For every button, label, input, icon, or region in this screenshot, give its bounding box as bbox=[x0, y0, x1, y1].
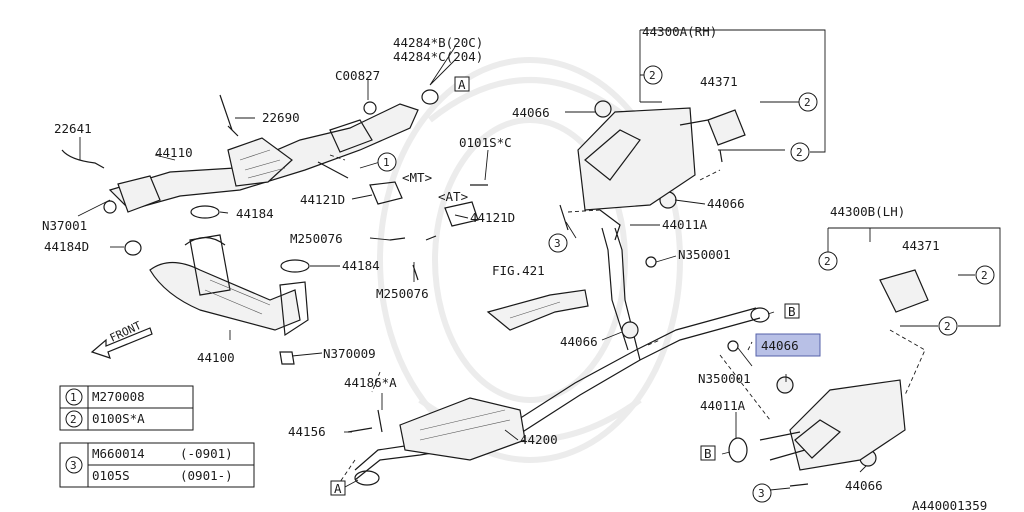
label-44066-rh-side: 44066 bbox=[707, 196, 745, 211]
callout-2-lh-b: 2 bbox=[981, 269, 988, 282]
heat-shield-fig421 bbox=[486, 289, 589, 331]
legend-range-3a: (-0901) bbox=[180, 446, 233, 461]
dashed-installation-lines bbox=[329, 154, 926, 483]
label-44200: 44200 bbox=[520, 432, 558, 447]
label-44184-upper: 44184 bbox=[236, 206, 274, 221]
callout-3-rh: 3 bbox=[554, 237, 561, 250]
label-44121d-right: 44121D bbox=[470, 210, 515, 225]
label-44371-rh: 44371 bbox=[700, 74, 738, 89]
label-at: <AT> bbox=[438, 189, 468, 204]
label-44011a-top: 44011A bbox=[662, 217, 708, 232]
label-44100: 44100 bbox=[197, 350, 235, 365]
label-44011a-bottom: 44011A bbox=[700, 398, 746, 413]
ref-box-b-right: B bbox=[788, 304, 796, 319]
legend-num-2: 2 bbox=[70, 413, 77, 426]
front-direction-arrow bbox=[90, 327, 153, 359]
legend-part-2: 0100S*A bbox=[92, 411, 145, 426]
legend-part-1: M270008 bbox=[92, 389, 145, 404]
label-44066-rh-top: 44066 bbox=[512, 105, 550, 120]
front-gaskets bbox=[103, 89, 439, 365]
callout-2-lh-a: 2 bbox=[824, 255, 831, 268]
callout-2-lh-c: 2 bbox=[944, 320, 951, 333]
highlighted-part-44066[interactable]: 44066 bbox=[755, 333, 821, 357]
label-m250076-upper: M250076 bbox=[290, 231, 343, 246]
label-44371-lh: 44371 bbox=[902, 238, 940, 253]
label-22641: 22641 bbox=[54, 121, 92, 136]
o2-sensors bbox=[61, 94, 239, 169]
legend-range-3b: (0901-) bbox=[180, 468, 233, 483]
callout-2-rh-c: 2 bbox=[796, 146, 803, 159]
front-exhaust-pipe-44110 bbox=[108, 103, 419, 213]
label-n350001-bottom: N350001 bbox=[698, 371, 751, 386]
legend-part-3b: 0105S bbox=[92, 468, 130, 483]
label-fig421: FIG.421 bbox=[492, 263, 545, 278]
leader-lines bbox=[77, 46, 867, 491]
legend-num-3: 3 bbox=[70, 459, 77, 472]
legend-part-3a: M660014 bbox=[92, 446, 145, 461]
label-44186a: 44186*A bbox=[344, 375, 397, 390]
label-44066-lh-bottom: 44066 bbox=[845, 478, 883, 493]
label-n370009: N370009 bbox=[323, 346, 376, 361]
reference-boxes: A B B A bbox=[330, 76, 800, 496]
label-44066-center: 44066 bbox=[560, 334, 598, 349]
part-labels: 44284*B(20C) 44284*C(204) C00827 22690 2… bbox=[42, 24, 987, 512]
label-mt: <MT> bbox=[402, 170, 432, 185]
muffler-lh-44300b bbox=[728, 269, 929, 487]
label-c00827: C00827 bbox=[335, 68, 380, 83]
label-44110: 44110 bbox=[155, 145, 193, 160]
ref-box-b-bottom: B bbox=[704, 446, 712, 461]
bracket-lines bbox=[639, 29, 1001, 327]
callout-3-lh: 3 bbox=[758, 487, 765, 500]
center-exhaust-pipe-44200 bbox=[354, 227, 770, 486]
ref-box-a-top: A bbox=[458, 77, 466, 92]
label-44121d-left: 44121D bbox=[300, 192, 345, 207]
exhaust-manifold-44100 bbox=[149, 234, 309, 337]
ref-box-a-bottom: A bbox=[334, 481, 342, 496]
callout-2-rh-a: 2 bbox=[649, 69, 656, 82]
label-front: FRONT bbox=[108, 319, 144, 345]
callout-1: 1 bbox=[383, 156, 390, 169]
label-figure-id: A440001359 bbox=[912, 498, 987, 512]
label-22690: 22690 bbox=[262, 110, 300, 125]
label-44184d: 44184D bbox=[44, 239, 89, 254]
mount-brackets bbox=[317, 161, 488, 281]
label-n350001-top: N350001 bbox=[678, 247, 731, 262]
legend-num-1: 1 bbox=[70, 391, 77, 404]
circled-callouts: 1 2 2 2 2 2 2 3 3 bbox=[377, 65, 995, 503]
callout-2-rh-b: 2 bbox=[804, 96, 811, 109]
label-44300a-rh: 44300A(RH) bbox=[642, 24, 717, 39]
label-0101s-c: 0101S*C bbox=[459, 135, 512, 150]
label-44156: 44156 bbox=[288, 424, 326, 439]
watermark-crest bbox=[377, 57, 683, 463]
label-44066-highlighted: 44066 bbox=[761, 338, 799, 353]
label-44284c: 44284*C(204) bbox=[393, 49, 483, 64]
label-44284b: 44284*B(20C) bbox=[393, 35, 483, 50]
label-m250076-lower: M250076 bbox=[376, 286, 429, 301]
muffler-rh-44300a bbox=[559, 107, 746, 241]
hangers-and-bolts bbox=[347, 100, 877, 467]
legend-table: 1 M270008 2 0100S*A 3 M660014 (-0901) 01… bbox=[59, 385, 255, 488]
label-n37001: N37001 bbox=[42, 218, 87, 233]
label-44184-lower: 44184 bbox=[342, 258, 380, 273]
label-44300b-lh: 44300B(LH) bbox=[830, 204, 905, 219]
